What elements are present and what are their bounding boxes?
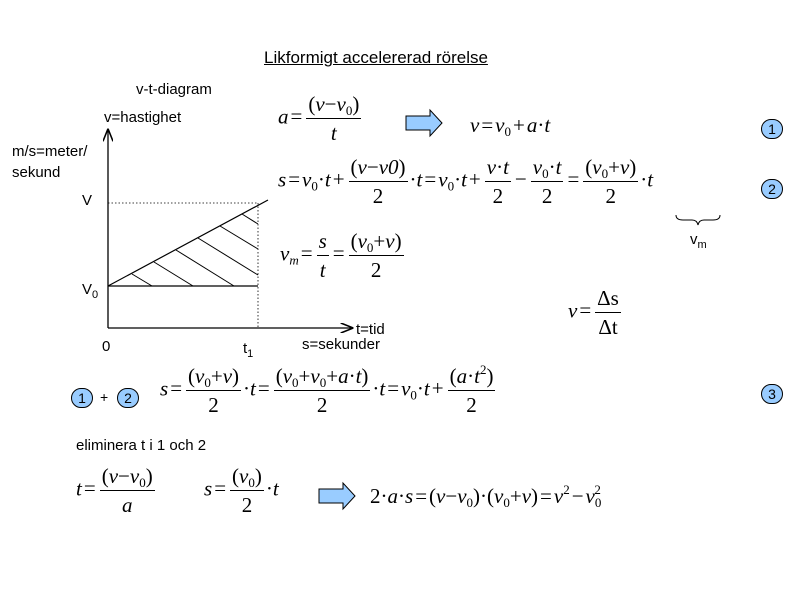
- vm-brace-label: vm: [690, 231, 707, 251]
- formula-acceleration: a=(v−v0)t: [278, 92, 362, 145]
- block-arrow-1: [405, 108, 443, 138]
- unit-label-line1: m/s=meter/: [12, 143, 88, 160]
- eliminate-text: eliminera t i 1 och 2: [76, 437, 207, 454]
- label-v0: V0: [82, 281, 99, 301]
- plus-sign: +: [100, 389, 109, 405]
- velocity-line: [107, 199, 269, 287]
- formula-distance-short: s=(v0)2·t: [204, 464, 279, 517]
- block-arrow-2: [318, 481, 356, 511]
- y-axis-label: v=hastighet: [104, 109, 182, 126]
- t1-label: t1: [243, 340, 254, 360]
- formula-time: t=(v−v0)a: [76, 464, 155, 517]
- label-v: V: [82, 192, 93, 209]
- badge-3: 3: [761, 384, 783, 404]
- diagram-heading: v-t-diagram: [136, 81, 212, 98]
- badge-1-left: 1: [71, 388, 93, 408]
- badge-1: 1: [761, 119, 783, 139]
- origin-label: 0: [102, 338, 111, 355]
- hatch-lines: [131, 213, 259, 287]
- formula-velocity: v=v0+a·t: [470, 113, 551, 139]
- formula-final: 2·a·s=(v−v0)·(v0+v)=v2−v02: [370, 482, 602, 510]
- x-axis-label: t=tid: [356, 321, 385, 338]
- formula-combined-distance: s=(v0+v)2·t=(v0+v0+a·t)2·t=v0·t+(a·t2)2: [160, 362, 496, 417]
- page-title: Likformigt accelererad rörelse: [264, 48, 488, 67]
- vm-brace: [675, 214, 721, 226]
- badge-2-left: 2: [117, 388, 139, 408]
- unit-label-line2: sekund: [12, 164, 61, 181]
- badge-2: 2: [761, 179, 783, 199]
- x-unit-label: s=sekunder: [302, 336, 380, 353]
